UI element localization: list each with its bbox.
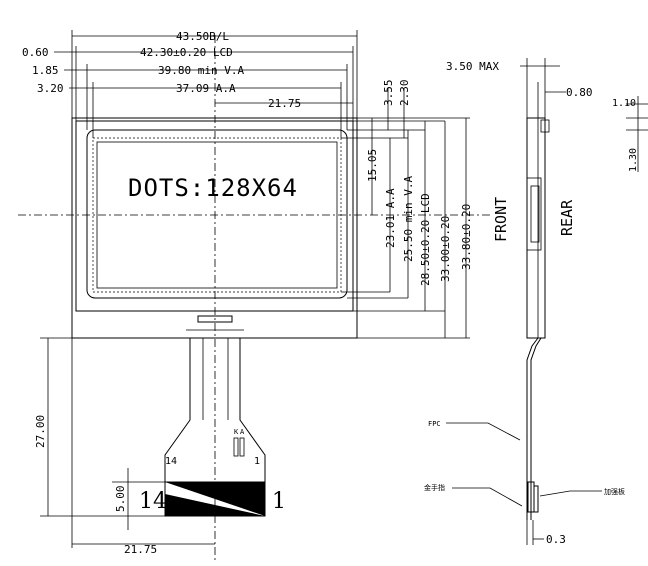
fpc-pin-first-small: 14 xyxy=(165,456,177,467)
dim-thickness-max: 3.50 MAX xyxy=(446,60,499,73)
dim-aa-width: 37.09 A.A xyxy=(176,82,236,95)
fpc-contact-fill xyxy=(165,482,265,516)
fpc-label-a: A xyxy=(240,428,245,436)
top-dimensions: 43.50B/L 42.30±0.20 LCD 39.80 min V.A 37… xyxy=(22,30,358,138)
partial-detail: 1.10 1.30 xyxy=(612,96,648,172)
dim-overall-width: 43.50B/L xyxy=(176,30,229,43)
dim-fpc-length: 27.00 xyxy=(34,415,47,448)
dim-aa-height: 23.01 A.A xyxy=(384,188,397,248)
dim-lcd-height: 28.50±0.20 LCD xyxy=(419,193,432,286)
module-side-view: 3.50 MAX 0.80 FRONT REAR 0.3 FPC 金手指 加强板 xyxy=(424,58,625,546)
dim-lcd-width: 42.30±0.20 LCD xyxy=(140,46,233,59)
module-outline xyxy=(71,117,358,339)
fpc-dimensions: 27.00 5.00 21.75 xyxy=(34,337,215,556)
side-stiffener-label: 加强板 xyxy=(604,487,625,496)
dim-center-x: 21.75 xyxy=(268,97,301,110)
side-fpc-label: FPC xyxy=(428,420,441,428)
dim-thickness-b: 0.80 xyxy=(566,86,593,99)
dim-top-offset-b: 2.30 xyxy=(398,80,411,107)
right-dimensions: 3.55 2.30 15.05 23.01 A.A 25.50 min V.A … xyxy=(341,80,473,339)
dim-offset-va: 1.85 xyxy=(32,64,59,77)
side-rear-label: REAR xyxy=(558,199,576,236)
dim-fpc-center-x: 21.75 xyxy=(124,543,157,556)
active-area-inner xyxy=(96,141,338,289)
fpc-pin-last-large: 1 xyxy=(272,489,286,514)
dim-offset-overall: 0.60 xyxy=(22,46,49,59)
display-resolution-label: DOTS:128X64 xyxy=(128,174,298,202)
fpc-connector xyxy=(197,315,233,323)
dim-va-width: 39.80 min V.A xyxy=(158,64,244,77)
side-gold-finger-label: 金手指 xyxy=(424,483,445,492)
dim-overall-height: 33.80±0.20 xyxy=(460,204,473,270)
dim-center-y: 15.05 xyxy=(366,149,379,182)
dim-fpc-thickness: 0.3 xyxy=(546,533,566,546)
fpc-label-k: K xyxy=(234,428,239,436)
fpc-pin-first-large: 14 xyxy=(139,489,167,514)
lcd-glass-outline xyxy=(75,120,354,312)
viewing-area-outline xyxy=(86,129,348,299)
fpc-cable: 14 1 K A 14 1 xyxy=(139,315,286,517)
dim-fpc-tab-height: 5.00 xyxy=(114,486,127,513)
dim-top-offset-a: 3.55 xyxy=(382,80,395,107)
dim-glass-height: 33.00±0.20 xyxy=(439,216,452,282)
dim-partial-a: 1.10 xyxy=(612,98,636,109)
module-front-view: DOTS:128X64 xyxy=(18,35,490,560)
side-front-label: FRONT xyxy=(492,197,510,242)
dim-partial-b: 1.30 xyxy=(628,148,639,172)
fpc-pin-last-small: 1 xyxy=(254,456,260,467)
dim-va-height: 25.50 min V.A xyxy=(402,176,415,262)
dim-offset-aa: 3.20 xyxy=(37,82,64,95)
side-glass xyxy=(526,117,546,339)
